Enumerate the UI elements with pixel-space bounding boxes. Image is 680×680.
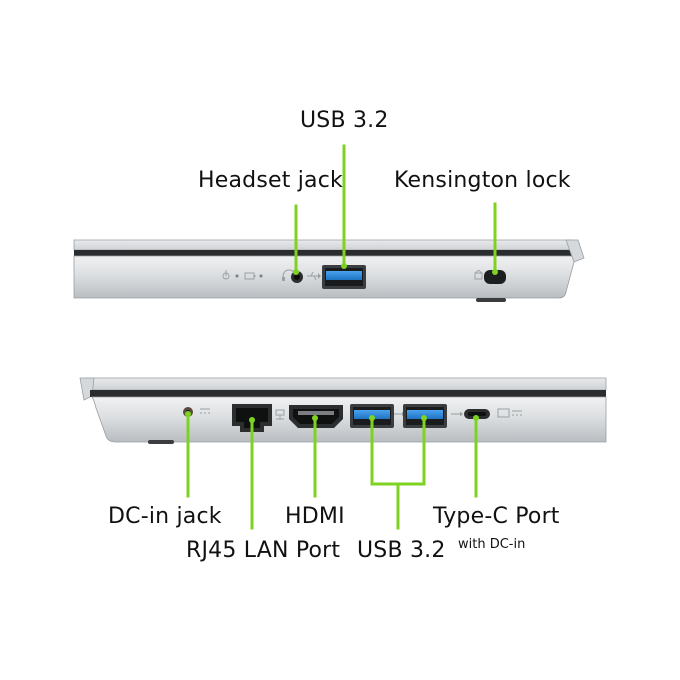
bottom-callout-lines [186,412,478,530]
battery-led-icon [244,272,256,280]
callout-dot [473,415,479,421]
network-symbol-icon [275,409,285,420]
callout-dot [369,415,375,421]
displayport-symbol-icon [497,408,510,418]
label-type-c-port: Type-C Port [433,504,560,529]
label-rj45-lan-port: RJ45 LAN Port [186,538,341,563]
dc-symbol-icon [512,410,522,416]
top-laptop-foot [476,298,506,302]
callout-dot [185,411,191,417]
callout-dot [492,269,498,275]
usb-symbol-icon [451,411,463,417]
lock-symbol-icon [474,270,483,280]
label-type-c-subtitle: with DC-in [458,537,526,552]
usb-port-top [322,265,366,289]
label-kensington-lock: Kensington lock [394,168,571,193]
top-laptop-lid [73,239,581,251]
bottom-laptop-side [79,377,607,444]
led-dot [235,274,239,278]
bottom-laptop-lid [83,377,607,391]
label-usb-bottom: USB 3.2 [357,538,446,563]
bottom-laptop-hinge [90,390,606,397]
power-led-icon [222,270,230,280]
callout-dot [293,269,299,275]
bottom-laptop-body [91,396,607,443]
top-laptop-side [73,239,585,302]
label-headset-jack: Headset jack [198,168,343,193]
label-dc-in-jack: DC-in jack [108,504,222,529]
label-usb-top: USB 3.2 [300,108,389,133]
led-dot [259,274,263,278]
dc-symbol-icon [200,408,210,414]
usb-callout-bracket [370,416,426,530]
callout-dot [421,415,427,421]
type-c-port [464,409,490,419]
callout-dot [312,415,318,421]
usb-symbol-icon [307,271,321,281]
top-callout-lines [294,144,497,273]
callout-dot [341,263,347,269]
label-hdmi: HDMI [285,504,345,529]
top-laptop-lid-edge [565,239,585,263]
top-laptop-hinge [74,250,572,256]
kensington-lock-slot [484,270,506,284]
callout-dot [249,417,255,423]
bottom-laptop-foot [148,440,174,444]
